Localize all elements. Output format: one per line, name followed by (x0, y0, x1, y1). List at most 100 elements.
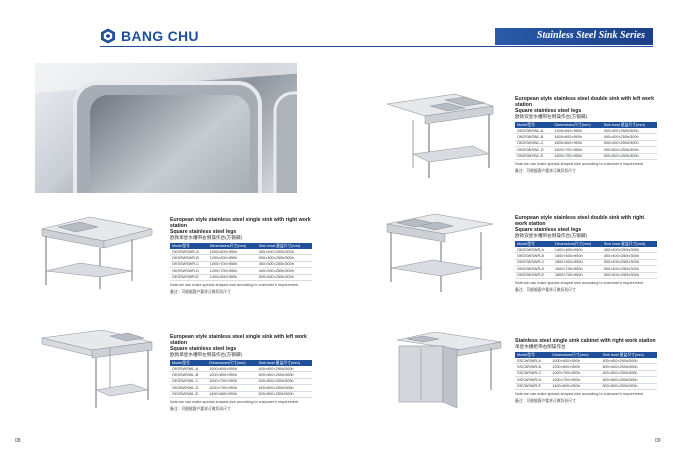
table-cell: 500×400×250h/300h (601, 140, 657, 148)
spec-title-legs: Square stainless steel legs (170, 346, 237, 352)
table-cell: 400×400×250h/300h (600, 358, 657, 365)
table-cell: 400×400×250h/300h (256, 366, 312, 373)
table-cell: 1200×600×950h (550, 363, 601, 371)
table-cell: 500×500×250h/300h (256, 274, 312, 281)
spec-note: Note:we can make special-shaped size acc… (515, 391, 644, 396)
spec-note-cn: 备注：可根据客户要求订做异形尺寸 (515, 398, 576, 403)
table-cell: SSCWSWR-A (515, 358, 551, 365)
table-cell: OKSSWSWR-E (170, 274, 208, 281)
column-header: Model型号 (170, 243, 208, 249)
table-cell: 500×500×250h/300h (256, 391, 312, 398)
series-title: Stainless Steel Sink Series (536, 30, 645, 41)
table-cell: OKDSWSWL-E (515, 153, 553, 160)
spec-subtitle-cn: 欧款单星水槽带左侧操作台(方钢脚) (170, 352, 242, 357)
table-cell: 1000×700×950h (207, 261, 257, 269)
sink-closeup-photo (35, 63, 297, 193)
hexagon-logo-icon (101, 28, 115, 44)
brand-name: BANG CHU (121, 28, 199, 44)
table-cell: 1400×600×950h (207, 274, 257, 281)
spec-note: Note:we can make special-shaped size acc… (170, 282, 299, 287)
table-cell: OKSSWSWL-D (170, 384, 208, 392)
spec-title: Stainless steel single sink cabinet with… (515, 338, 656, 344)
column-header: Sink bowl 星盆尺寸(mm) (601, 241, 657, 247)
table-cell: 1600×600×950h (552, 252, 602, 260)
series-banner: Stainless Steel Sink Series (495, 28, 653, 45)
table-cell: 400×400×250h/300h (256, 249, 312, 256)
spec-title: European style stainless steel single si… (170, 334, 307, 346)
table-cell: 500×500×250h/300h (601, 272, 657, 279)
table-cell: OKSSWSWR-D (170, 267, 208, 275)
single-sink-right-workstation-image (41, 216, 153, 289)
double-sink-left-workstation-image (386, 93, 494, 178)
table-cell: OKDSWSWL-B (515, 133, 553, 141)
table-cell: 1800×700×950h (552, 153, 602, 160)
column-header: Model型号 (515, 352, 551, 358)
table-cell: SSCWSWR-E (515, 383, 551, 390)
spec-subtitle-cn: 单星水槽柜带右侧操作台 (515, 344, 566, 349)
table-header-row: Model型号 Dimensions尺寸(mm) Sink bowl 星盆尺寸(… (515, 241, 657, 247)
table-cell: OKSSWSWR-A (170, 249, 208, 256)
spec-title: European style stainless steel double si… (515, 96, 654, 108)
column-header: Sink bowl 星盆尺寸(mm) (601, 122, 657, 128)
spec-block-double-sink-left: European style stainless steel double si… (515, 96, 657, 174)
header-divider (100, 46, 653, 47)
table-cell: OKSSWSWL-A (170, 366, 208, 373)
table-cell: 400×500×250h/300h (256, 378, 312, 386)
table-cell: 1200×600×950h (207, 254, 257, 262)
table-cell: 1600×700×950h (552, 146, 602, 154)
table-cell: SSCWSWR-B (515, 363, 551, 371)
spec-table: Model型号 Dimensions尺寸(mm) Sink bowl 星盆尺寸(… (515, 352, 657, 390)
table-cell: 1600×600×950h (552, 133, 602, 141)
table-cell: 400×400×250h/300h (601, 247, 657, 254)
table-cell: 1200×600×950h (207, 371, 257, 379)
double-sink-right-workstation-image (386, 213, 494, 292)
table-cell: 500×500×250h/300h (601, 153, 657, 160)
table-cell: OKDSWSWR-B (515, 252, 553, 260)
spec-table: Model型号 Dimensions尺寸(mm) Sink bowl 星盆尺寸(… (170, 243, 312, 281)
table-cell: OKSSWSWL-B (170, 371, 208, 379)
spec-note: Note:we can make special-shaped size acc… (170, 399, 299, 404)
column-header: Model型号 (515, 122, 553, 128)
table-header-row: Model型号 Dimensions尺寸(mm) Sink bowl 星盆尺寸(… (515, 352, 657, 358)
spec-subtitle-cn: 欧款双星水槽带左侧操作台(方钢脚) (515, 114, 587, 119)
spec-title-legs: Square stainless steel legs (170, 229, 237, 235)
table-cell: 1200×700×950h (207, 384, 257, 392)
table-cell: 400×500×250h/300h (256, 261, 312, 269)
table-cell: OKDSWSWL-C (515, 140, 553, 148)
table-cell: OKDSWSWR-A (515, 247, 553, 254)
table-cell: 1800×600×950h (552, 259, 602, 267)
column-header: Sink bowl 星盆尺寸(mm) (256, 360, 312, 366)
table-cell: 400×400×250h/300h (601, 128, 657, 135)
table-cell: 1400×600×950h (552, 247, 602, 254)
column-header: Dimensions尺寸(mm) (207, 360, 257, 366)
table-cell: 400×400×250h/300h (601, 133, 657, 141)
spec-block-sink-cabinet: Stainless steel single sink cabinet with… (515, 338, 657, 404)
table-cell: 500×400×250h/300h (256, 254, 312, 262)
table-cell: OKDSWSWR-C (515, 259, 553, 267)
table-cell: 1000×600×950h (550, 358, 601, 365)
table-header-row: Model型号 Dimensions尺寸(mm) Sink bowl 星盆尺寸(… (170, 360, 312, 366)
table-cell: SSCWSWR-C (515, 370, 551, 378)
spec-note-cn: 备注：可根据客户要求订做异形尺寸 (170, 289, 231, 294)
table-cell: OKSSWSWR-B (170, 254, 208, 262)
table-cell: 500×400×250h/300h (601, 259, 657, 267)
spec-note-cn: 备注：可根据客户要求订做异形尺寸 (170, 406, 231, 411)
column-header: Model型号 (515, 241, 553, 247)
spec-note: Note:we can make special-shaped size acc… (515, 280, 644, 285)
spec-note: Note:we can make special-shaped size acc… (515, 161, 644, 166)
